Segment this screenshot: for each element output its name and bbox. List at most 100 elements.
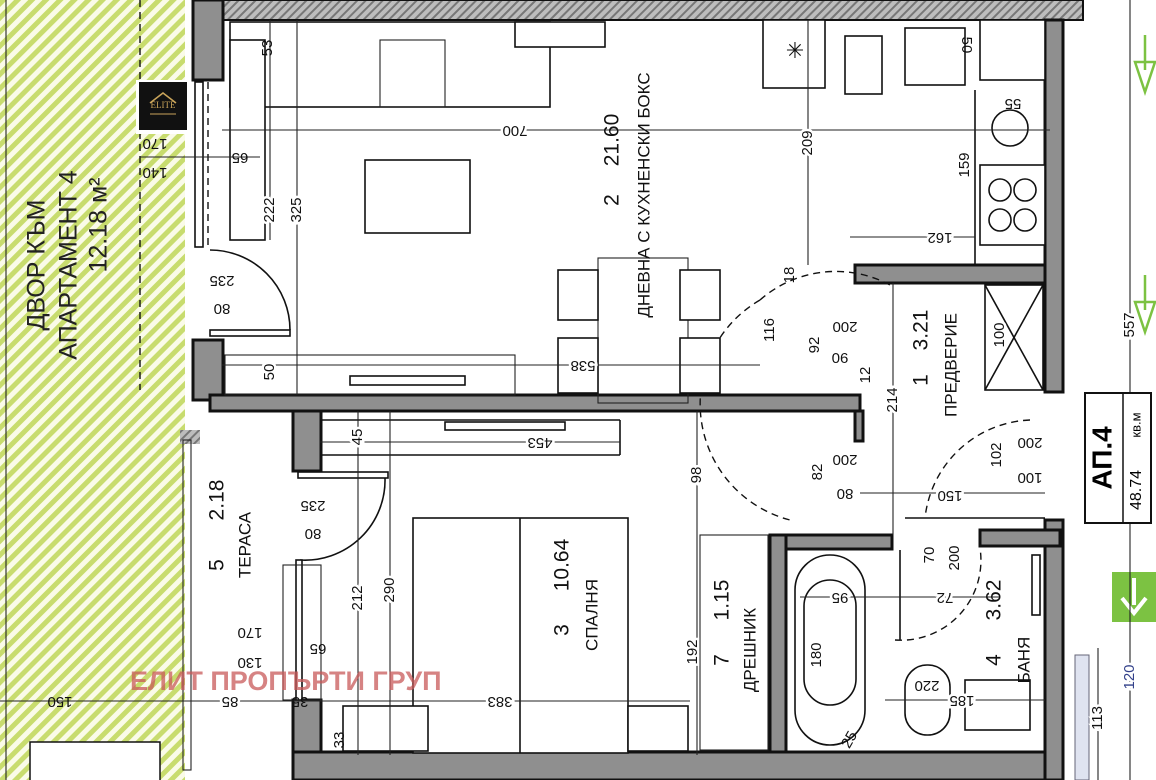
yard-label-line2: АПАРТАМЕНТ 4	[55, 170, 83, 359]
dim-label: 214	[884, 387, 901, 412]
dim-label: 235	[209, 272, 234, 289]
svg-text:✳: ✳	[786, 38, 804, 63]
dim-label: 102	[988, 442, 1005, 467]
dim-label: 200	[832, 451, 857, 468]
fridge	[762, 19, 826, 89]
dim-label: 70	[921, 547, 938, 564]
room-terrace: 5 2.18 ТЕРАСА	[206, 480, 255, 579]
dim-label: 557	[1121, 312, 1138, 337]
dim-label: 383	[487, 693, 512, 710]
room-number: 2	[601, 194, 624, 206]
dim-label: 82	[809, 464, 826, 481]
dim-label: 192	[684, 639, 701, 664]
room-labels: 1 3.21 ПРЕДВЕРИЕ 2 21.60 ДНЕВНА С КУХНЕН…	[206, 72, 1034, 695]
dim-label: 220	[914, 677, 939, 694]
dim-label: 209	[799, 130, 816, 155]
dim-label: 130	[237, 654, 262, 671]
dim-label: 235	[300, 497, 325, 514]
dim-label: 53	[259, 40, 276, 57]
dim-label: 538	[570, 357, 595, 374]
company-logo: ELITE	[136, 80, 190, 134]
room-number: 4	[983, 654, 1006, 666]
dim-label: 80	[837, 485, 854, 502]
dim-label: 200	[832, 318, 857, 335]
room-number: 5	[206, 559, 229, 571]
dim-label: 453	[527, 434, 552, 451]
dim-label: 200	[946, 545, 963, 570]
room-name: СПАЛНЯ	[582, 579, 601, 651]
dishwasher	[844, 35, 883, 95]
svg-text:ELITE: ELITE	[151, 100, 176, 110]
room-area: 3.21	[910, 310, 933, 351]
furniture: ✳	[224, 19, 1090, 780]
dim-label: 85	[222, 693, 239, 710]
apartment-area: 48.74	[1128, 470, 1145, 510]
dim-label: 98	[688, 467, 705, 484]
room-name: ДРЕШНИК	[740, 608, 759, 692]
dim-label: 80	[305, 525, 322, 542]
yard-label-line1: ДВОР КЪМ	[23, 199, 51, 330]
room-name: ДНЕВНА С КУХНЕНСКИ БОКС	[634, 72, 653, 317]
dim-label: 222	[261, 197, 278, 222]
bathtub	[794, 554, 866, 746]
dim-label: 100	[1017, 469, 1042, 486]
room-area: 21.60	[601, 114, 624, 167]
room-bathroom: 4 3.62 БАНЯ	[983, 580, 1034, 684]
dim-label: 325	[288, 197, 305, 222]
dining-table	[597, 257, 689, 404]
room-area: 1.15	[711, 580, 734, 621]
dim-label: 150	[937, 487, 962, 504]
dim-label: 113	[1089, 706, 1106, 730]
dimension-labels: 700 209 162 159 55 50 53 222 325 65 170 …	[47, 37, 1140, 752]
dim-label: 100	[991, 322, 1008, 347]
room-area: 3.62	[983, 580, 1006, 621]
dim-label: 50	[958, 37, 975, 54]
room-closet: 7 1.15 ДРЕШНИК	[709, 578, 762, 695]
dim-label: 90	[832, 349, 849, 366]
dim-label: 140	[142, 164, 167, 181]
dim-label: 50	[261, 364, 278, 381]
apartment-tag: АП.4 48.74 кв.м	[1084, 392, 1152, 524]
washbasin	[964, 679, 1031, 731]
room-living: 2 21.60 ДНЕВНА С КУХНЕНСКИ БОКС	[601, 72, 654, 317]
room-number: 3	[551, 624, 574, 636]
dim-label: 45	[349, 429, 366, 446]
dim-label: 200	[1017, 434, 1042, 451]
apartment-label: АП.4	[1086, 426, 1117, 490]
dim-label: 95	[832, 589, 849, 606]
stove	[979, 164, 1046, 246]
dim-label: 185	[949, 692, 974, 709]
apartment-area-unit: кв.м	[1128, 412, 1143, 437]
room-name: БАНЯ	[1014, 637, 1033, 684]
dim-label: 33	[331, 732, 348, 749]
dim-label: 159	[956, 152, 973, 177]
room-number: 1	[910, 374, 933, 386]
entrance-arrow-icon	[1112, 572, 1156, 622]
dim-label: 92	[806, 337, 823, 354]
dim-label: 170	[237, 624, 262, 641]
room-area: 2.18	[206, 480, 229, 521]
room-name: ТЕРАСА	[235, 511, 254, 578]
room-number: 7	[711, 654, 734, 666]
dim-label: 12	[857, 367, 874, 384]
dim-label: 18	[781, 267, 798, 284]
dim-label: 212	[349, 585, 366, 610]
dim-label: 65	[232, 149, 249, 166]
dim-label: 35	[292, 693, 309, 710]
dim-label: 120	[1121, 664, 1138, 689]
room-bedroom: 3 10.64 СПАЛНЯ	[551, 538, 602, 651]
yard-area-value: 12.18 м²	[85, 177, 113, 272]
dim-label: 290	[381, 577, 398, 602]
north-arrow-icon	[1133, 35, 1156, 336]
dim-label: 25	[838, 728, 861, 751]
dim-label: 65	[310, 640, 327, 657]
dim-label: 55	[1005, 95, 1022, 112]
sofa	[229, 21, 551, 108]
openings	[182, 81, 1031, 771]
dim-label: 72	[937, 589, 954, 606]
dimension-lines	[0, 0, 1131, 780]
dim-label: 162	[927, 229, 952, 246]
dim-label: 700	[502, 122, 527, 139]
dim-label: 80	[214, 300, 231, 317]
